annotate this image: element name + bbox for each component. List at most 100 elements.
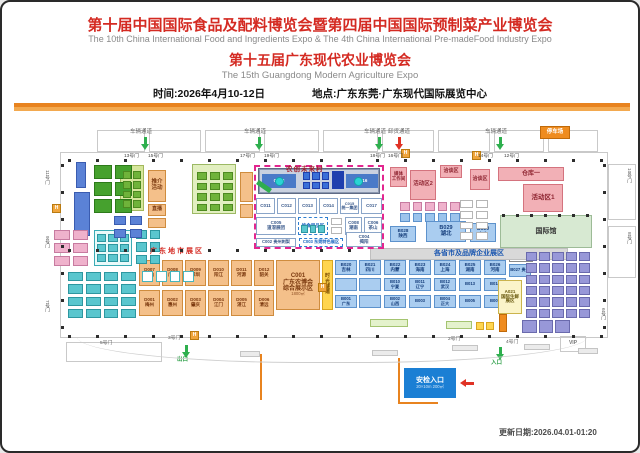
booth: C015 统一集团: [340, 198, 359, 214]
stage-blue-squares: [303, 181, 311, 189]
booth: C005 道滘展团: [256, 217, 296, 235]
gate-label: 11号门: [44, 170, 50, 185]
room-media-label: 媒体 工作间: [391, 171, 406, 181]
green-booth-grid: [197, 182, 207, 190]
booth-label: B021 四川: [364, 261, 376, 272]
booth: [76, 162, 86, 188]
booth-label: D012 韶关: [258, 267, 270, 277]
booth: [240, 204, 253, 218]
booth: B020 吉林: [335, 260, 357, 275]
lane-label: 车辆通道: [130, 129, 153, 135]
booth-label: B011 辽宁: [415, 278, 425, 289]
blue-cells: [130, 216, 142, 225]
gate-label: 19号门: [264, 154, 279, 159]
structural-column-dot: [180, 249, 183, 252]
teal-booth-grid: [136, 242, 147, 252]
arrow-head: [375, 144, 383, 150]
structural-column-dot: [603, 299, 606, 302]
hydrant-marker: H: [52, 204, 61, 213]
zone-international-hall-label: 国际馆: [535, 227, 557, 235]
room-meeting: 洽谈区: [440, 165, 462, 178]
hydrant-marker: H: [318, 283, 327, 292]
gate-label: 12号门: [504, 154, 519, 159]
structural-column-dot: [61, 326, 64, 329]
room-meeting: 洽谈区: [470, 169, 490, 190]
green-booth-grid: [133, 171, 141, 179]
structural-column-dot: [292, 249, 295, 252]
booth-label: D009 深圳: [190, 267, 201, 277]
teal-booth-grid: [97, 244, 107, 252]
gate-label: 15号门: [148, 154, 163, 159]
green-booth-grid: [197, 203, 207, 211]
structural-column-dot: [516, 159, 519, 162]
expo-title-cn-1: 第十届中国国际食品及配料博览会暨第四届中国国际预制菜产业博览会: [87, 17, 553, 34]
booth: C004 揭阳: [346, 232, 382, 247]
teal-booth-grid: [103, 272, 119, 282]
stage-door: [332, 171, 344, 189]
corridor-box: [548, 130, 598, 152]
parking-box-label: 停车场: [546, 128, 564, 135]
booth-live: 直播: [148, 204, 166, 216]
gate-label: 10号门: [626, 168, 632, 183]
booth: B021 四川: [359, 260, 381, 275]
stage-blue-squares: [321, 181, 329, 189]
outline-booth-row: [169, 271, 181, 282]
purple-booth-grid: [539, 274, 551, 284]
green-booth-grid: [123, 190, 131, 199]
expo-date: 时间:2026年4月10-12日: [153, 88, 266, 100]
stage-circle: [275, 177, 284, 186]
entrance-label: 入口: [491, 360, 503, 366]
green-booth-grid: [94, 165, 112, 179]
green-booth-grid: [133, 190, 141, 199]
booth: C002 贵州刺梨: [256, 238, 296, 247]
structural-column-dot: [68, 249, 71, 252]
structural-column-dot: [603, 326, 606, 329]
booth-label: B014: [489, 281, 500, 287]
path-label: [578, 348, 598, 354]
booth: C011: [256, 198, 275, 214]
accent-bar-dark: [14, 103, 630, 107]
booth-tunnel-label: 时光隧道: [324, 273, 330, 296]
booth-label: B029 湖北: [439, 224, 453, 237]
corridor-box: [264, 130, 319, 152]
teal-booth-grid: [121, 272, 136, 282]
mixed-cells-blue: [400, 213, 410, 222]
mixed-cells-pink: [412, 202, 423, 211]
teal-booth-grid: [97, 234, 107, 242]
booth-label: D010 阳江: [213, 267, 224, 277]
booth: C013: [298, 198, 317, 214]
structural-column-dot: [603, 164, 606, 167]
booth-label: C008 潮南: [348, 220, 359, 230]
expo-title-en-1: The 10th China International Food and In…: [88, 34, 552, 44]
booth: C014: [319, 198, 338, 214]
structural-column-dot: [348, 249, 351, 252]
booth: B028 陕西: [390, 226, 416, 242]
booth-c001-label: C001 广东农博会 综合展示区: [282, 273, 313, 292]
structural-column-dot: [603, 272, 606, 275]
booth-label: B025 湖南: [464, 261, 476, 272]
green-booth-grid: [223, 182, 233, 190]
booth-label: C006 茶山: [367, 220, 379, 230]
mixed-cells-pink: [425, 202, 435, 211]
food-goods-cells: [309, 225, 317, 233]
booth: B011 辽宁: [409, 278, 431, 291]
room-media: 媒体 工作间: [390, 167, 407, 187]
zone-warehouse-1: 仓库一: [498, 167, 564, 181]
white-cells: [460, 210, 473, 219]
structural-column-dot: [600, 159, 603, 162]
booth-label: B028 陕西: [397, 228, 409, 238]
structural-column-dot: [61, 218, 64, 221]
structural-column-dot: [152, 159, 155, 162]
structural-column-dot: [236, 159, 239, 162]
structural-column-dot: [61, 272, 64, 275]
booth: B027 贵州: [509, 264, 531, 277]
green-booth-grid: [123, 171, 131, 179]
green-booth-grid: [197, 193, 207, 201]
pink-booth-grid: [72, 243, 88, 253]
arrow-head: [460, 379, 466, 387]
booth-label: C005 道滘展团: [267, 220, 285, 230]
booth-label: B022 内蒙: [389, 261, 401, 272]
booth-label: C004 揭阳: [358, 233, 370, 244]
